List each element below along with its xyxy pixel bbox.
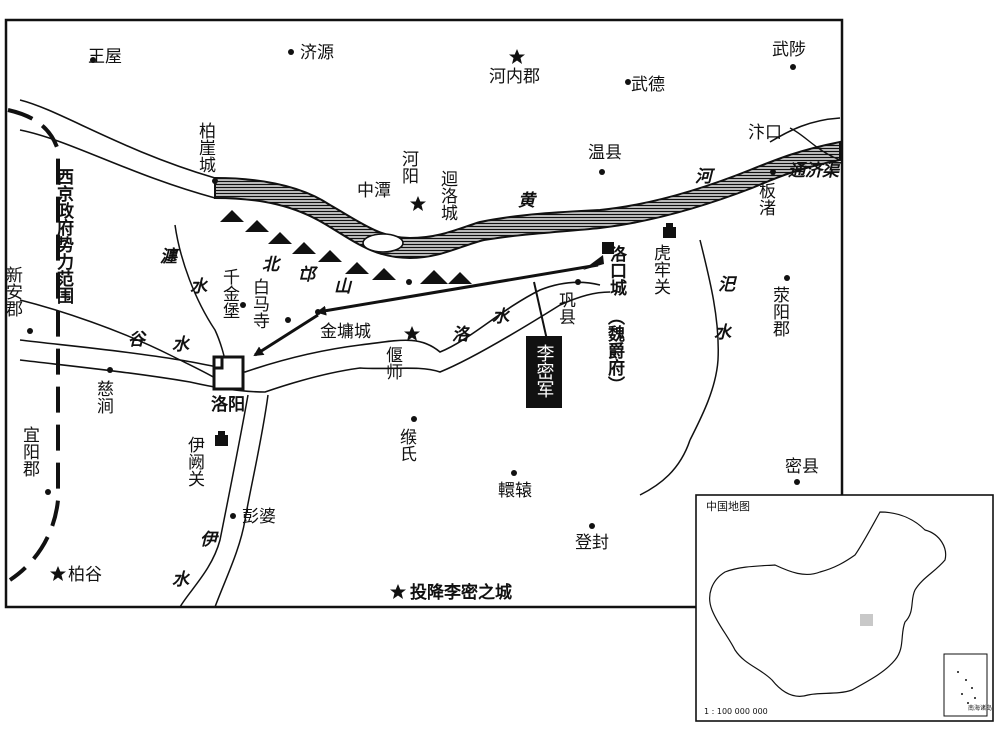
label-banzhu: 板渚 <box>755 182 776 216</box>
label-zhongtan: 中潭 <box>357 181 391 201</box>
label-li-mi-army: 李密军 <box>534 344 555 398</box>
label-luoyang: 洛阳 <box>211 394 245 415</box>
hulao-fort-marker <box>663 223 676 238</box>
label-yique: 伊阙关 <box>184 436 205 487</box>
china-outline <box>709 511 947 697</box>
label-yiyang: 宜阳郡 <box>19 426 40 477</box>
luo-river-south <box>19 291 611 393</box>
legend-star-icon <box>390 584 406 599</box>
label-luo-1: 洛 <box>452 325 471 345</box>
label-cijian: 慈涧 <box>93 380 114 415</box>
yellow-river <box>214 140 841 260</box>
label-si-2: 水 <box>714 323 733 343</box>
inset-islands-label: 南海诸岛 <box>968 704 992 712</box>
luokou-fort-marker <box>602 242 614 254</box>
luoyang-city <box>212 355 245 391</box>
tongji-canal-line <box>769 117 841 143</box>
yi-river-east <box>214 394 269 608</box>
label-wei-gong-fu: （魏爵府） <box>604 308 626 393</box>
label-jinyongcheng: 金墉城 <box>320 322 371 342</box>
label-xinan: 新安郡 <box>2 266 23 317</box>
luo-river-north <box>19 281 601 373</box>
label-beimang-1: 北 <box>262 255 282 275</box>
label-chan-2: 水 <box>190 277 209 297</box>
label-huanghe-2: 河 <box>695 167 716 187</box>
li-mi-army-box <box>526 336 562 408</box>
label-gu-1: 谷 <box>128 330 147 350</box>
label-henei: 河内郡 <box>489 67 540 87</box>
li-mi-attack-arrow <box>253 313 319 357</box>
inset-south-sea-box <box>943 653 988 717</box>
label-huanghe-1: 黄 <box>518 191 538 211</box>
label-luokou-cheng: 洛口城 <box>606 244 627 297</box>
label-dengfeng: 登封 <box>575 533 609 553</box>
inset-highlight-region <box>860 614 873 626</box>
si-river-south <box>639 439 691 496</box>
inset-scale: 1 : 100 000 000 <box>704 707 768 716</box>
gu-river <box>19 299 216 379</box>
label-baimasi: 白马寺 <box>249 278 270 329</box>
label-gongxian: 巩县 <box>555 291 576 325</box>
yi-river <box>179 394 249 608</box>
label-yi-1: 伊 <box>200 530 219 550</box>
label-luo-2: 水 <box>492 307 511 327</box>
legend-surrender-city: 投降李密之城 <box>410 582 512 603</box>
river-north-bank <box>19 99 216 179</box>
li-mi-advance-arrow <box>316 263 599 316</box>
label-si-1: 汜 <box>718 275 738 295</box>
label-yi-2: 水 <box>172 570 191 590</box>
label-jiyuan: 济源 <box>300 43 334 63</box>
label-wuzhi: 武陟 <box>772 40 806 60</box>
label-huanyuan: 轘辕 <box>498 481 532 501</box>
label-yanshi: 偃师 <box>382 346 403 380</box>
river-south-bank <box>19 129 216 199</box>
inset-islands <box>957 671 976 704</box>
label-wangwu: 王屋 <box>88 47 122 67</box>
label-pengpo: 彭婆 <box>242 507 276 527</box>
label-huiluo-cheng: 迴洛城 <box>437 170 458 221</box>
label-chan-1: 瀍 <box>160 247 180 267</box>
label-xijing-region: 西京政府势力范围 <box>53 168 74 305</box>
si-river <box>689 239 720 441</box>
label-xingyang: 荥阳郡 <box>769 286 790 337</box>
inset-title: 中国地图 <box>706 500 750 513</box>
label-hulao: 虎牢关 <box>650 244 671 295</box>
label-wude: 武德 <box>631 75 665 95</box>
label-goushi: 缑氏 <box>396 428 417 462</box>
yique-fort-marker <box>215 431 228 446</box>
label-tongji-qu: 通济渠 <box>788 161 842 181</box>
label-bianzhou: 汴口 <box>748 123 782 143</box>
surrender-stars <box>50 49 525 581</box>
li-mi-origin <box>583 255 604 270</box>
label-qianjinbao: 千金堡 <box>219 268 240 319</box>
li-mi-pointer <box>533 281 548 341</box>
label-beimang-2: 邙 <box>298 265 318 285</box>
place-dots <box>27 49 800 529</box>
inset-china-map: 中国地图 南海诸岛 1 : 100 000 000 <box>695 494 994 722</box>
label-wenxian: 温县 <box>588 143 622 163</box>
label-gu-2: 水 <box>172 335 191 355</box>
zhongtan-island <box>362 233 404 253</box>
label-mixian: 密县 <box>785 457 819 477</box>
beimang-mountains <box>220 210 472 284</box>
label-baigu: 柏谷 <box>68 565 102 585</box>
label-bai-ya-cheng: 柏崖城 <box>195 122 216 173</box>
tongji-canal-branch <box>789 127 841 161</box>
label-heyang: 河阳 <box>398 150 419 184</box>
label-beimang-3: 山 <box>334 277 353 297</box>
xijing-boundary <box>7 108 60 582</box>
